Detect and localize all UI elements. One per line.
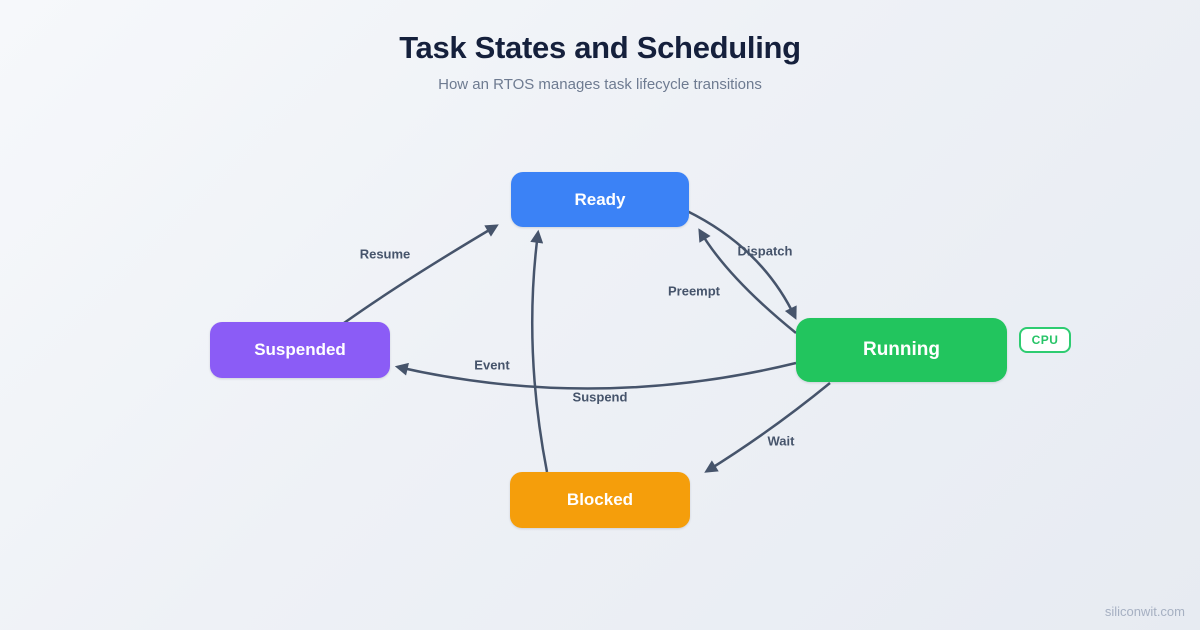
watermark: siliconwit.com — [1104, 604, 1185, 619]
node-suspended: Suspended — [210, 322, 390, 378]
node-blocked: Blocked — [510, 472, 690, 528]
page-title: Task States and Scheduling — [399, 30, 801, 65]
edge-label-event: Event — [474, 357, 510, 373]
edge-label-wait: Wait — [767, 433, 795, 449]
node-ready: Ready — [511, 172, 689, 227]
edge-preempt — [698, 228, 797, 334]
edge-event — [530, 229, 549, 473]
cpu-badge: CPU — [1019, 327, 1071, 353]
edge-label-dispatch: Dispatch — [737, 243, 793, 259]
edge-suspend — [394, 361, 797, 390]
page-subtitle: How an RTOS manages task lifecycle trans… — [438, 76, 762, 93]
edge-dispatch — [686, 209, 797, 320]
edge-label-resume: Resume — [359, 246, 411, 262]
edge-wait — [704, 382, 831, 473]
edge-resume — [343, 224, 499, 325]
node-running: Running — [796, 318, 1007, 382]
edge-label-preempt: Preempt — [667, 283, 721, 299]
edge-label-suspend: Suspend — [572, 389, 628, 405]
